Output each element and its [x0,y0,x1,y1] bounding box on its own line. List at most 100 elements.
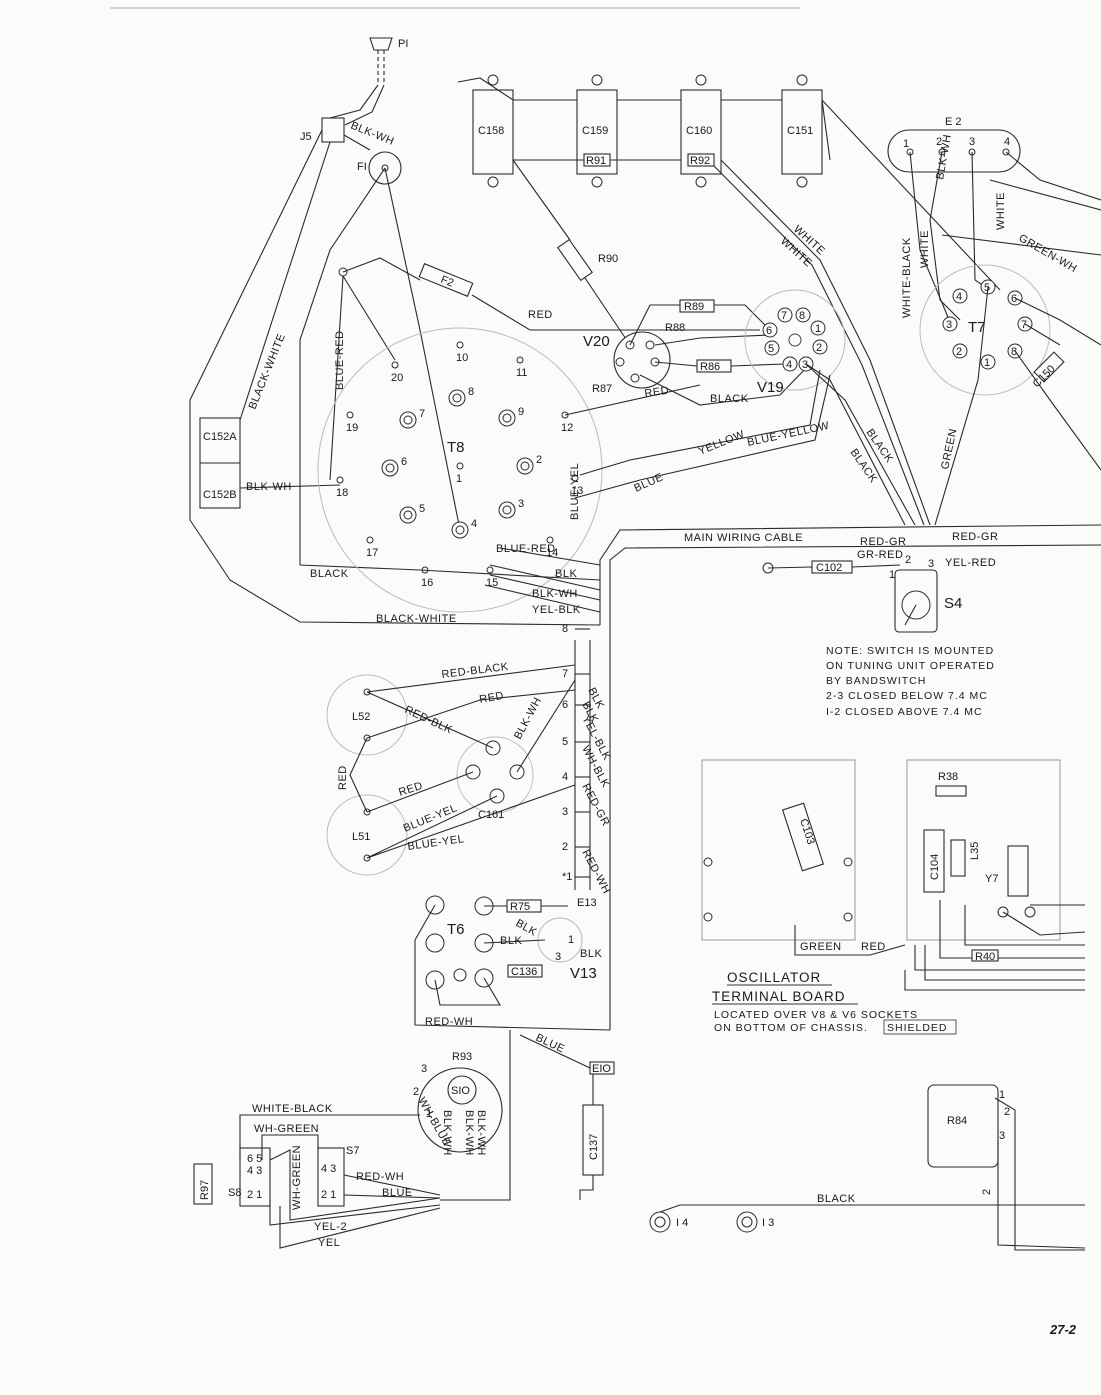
t8-pin [571,474,579,482]
svg-text:2: 2 [956,346,962,358]
wire-label: BLK-WH [532,588,578,600]
fuse-f2 [418,263,474,297]
svg-text:4: 4 [956,291,962,303]
wire-label: BLK [555,568,577,580]
svg-text:2: 2 [562,841,568,853]
svg-text:NOTE: SWITCH IS MOUNTED: NOTE: SWITCH IS MOUNTED [826,645,994,657]
switch-s8 [239,1147,271,1207]
svg-text:1: 1 [889,569,895,581]
svg-text:2: 2 [936,136,942,148]
wire-label: BLK [500,935,522,947]
wire-label: RED [337,765,349,790]
wire-label: WHITE-BLACK [901,237,913,318]
wire-label: WH-GREEN [254,1123,319,1135]
wire-label: RED-GR [579,782,611,829]
svg-text:4: 4 [786,359,792,371]
svg-text:3: 3 [555,951,561,963]
svg-text:6: 6 [401,456,407,468]
c152a-label: C152A [203,431,237,443]
capacitor-c158: C158 [472,74,514,188]
svg-text:4: 4 [471,518,477,530]
j5-label: J5 [300,131,312,143]
svg-text:R89: R89 [684,301,704,313]
svg-text:8: 8 [799,310,805,322]
resistor-r97 [193,1163,213,1205]
svg-text:R91: R91 [586,155,606,167]
tube-v19: 7 8 6 1 5 2 4 3 V19 [744,289,846,396]
capacitor-c159: C159 [576,74,618,188]
svg-text:13: 13 [571,485,583,497]
svg-text:EIO: EIO [592,1063,611,1075]
svg-text:2: 2 [1004,1106,1010,1118]
svg-text:19: 19 [346,422,358,434]
svg-text:8: 8 [1011,346,1017,358]
t8-pin [456,462,464,470]
svg-text:4 3: 4 3 [247,1165,262,1177]
svg-text:2: 2 [536,454,542,466]
capacitor-c136 [507,964,543,978]
wire-label: YEL-2 [314,1221,347,1233]
svg-text:R90: R90 [598,253,618,265]
p1-label: PI [398,38,408,50]
svg-text:3: 3 [999,1130,1005,1142]
svg-text:7: 7 [419,408,425,420]
svg-text:R84: R84 [947,1115,967,1127]
svg-text:1: 1 [984,357,990,369]
svg-text:R40: R40 [975,951,995,963]
svg-text:1: 1 [999,1089,1005,1101]
svg-text:11: 11 [516,367,527,379]
wire-label: BLACK-WHITE [376,613,457,625]
svg-text:5: 5 [419,503,425,515]
svg-text:R88: R88 [665,322,685,334]
svg-text:2 1: 2 1 [321,1189,336,1201]
svg-text:C104: C104 [929,854,941,880]
svg-text:2 1: 2 1 [247,1189,262,1201]
svg-text:3: 3 [928,558,934,570]
switch-note: NOTE: SWITCH IS MOUNTED ON TUNING UNIT O… [826,645,994,718]
svg-text:7: 7 [1021,319,1027,331]
wire-label: BLK-WH [246,481,292,493]
wire-label: BLK-WH [349,120,396,148]
wire-label: RED [644,385,670,400]
svg-text:3: 3 [946,319,952,331]
c152b-label: C152B [203,489,237,501]
wire-label: RED-BLK [403,704,455,737]
wire-label: YEL-BLK [532,604,581,616]
svg-text:R92: R92 [690,155,710,167]
resistor-r89 [679,299,715,313]
svg-text:3: 3 [518,498,524,510]
svg-text:4: 4 [562,771,568,783]
svg-text:V19: V19 [757,379,784,396]
capacitor-c104 [923,829,945,893]
wire-label: WHITE [995,192,1007,230]
svg-text:BY BANDSWITCH: BY BANDSWITCH [826,675,926,687]
wire-label: BLK-WH [463,1110,475,1156]
wire-label: YEL [318,1237,340,1249]
svg-text:8: 8 [562,623,568,635]
wire-label: BLUE-YELLOW [746,420,831,449]
wire-label: BLK-WH [475,1110,487,1156]
svg-text:3: 3 [969,136,975,148]
terminal-strip-e2: E 2 1 2 3 4 [887,116,1021,173]
svg-text:2: 2 [413,1086,419,1098]
terminal-e10 [589,1061,615,1075]
wire-label: BLK-WH [441,1110,453,1156]
wire-label: BLUE-RED [496,543,556,555]
svg-text:10: 10 [456,352,468,364]
wire-label: BLUE [382,1187,413,1199]
page-number: 27-2 [1049,1322,1077,1337]
svg-text:6: 6 [1011,293,1017,305]
wire-label: BLACK-WHITE [247,332,288,411]
transformer-t7: T7 4 5 6 7 3 2 1 8 [919,264,1051,396]
svg-text:5: 5 [562,736,568,748]
svg-text:C102: C102 [816,562,842,574]
wire-label: WH-GREEN [291,1145,303,1210]
svg-text:I-2 CLOSED ABOVE 7.4 MC: I-2 CLOSED ABOVE 7.4 MC [826,706,983,718]
svg-text:E 2: E 2 [945,116,962,128]
capacitor-c160: C160 [680,74,722,188]
svg-text:SHIELDED: SHIELDED [887,1022,948,1034]
